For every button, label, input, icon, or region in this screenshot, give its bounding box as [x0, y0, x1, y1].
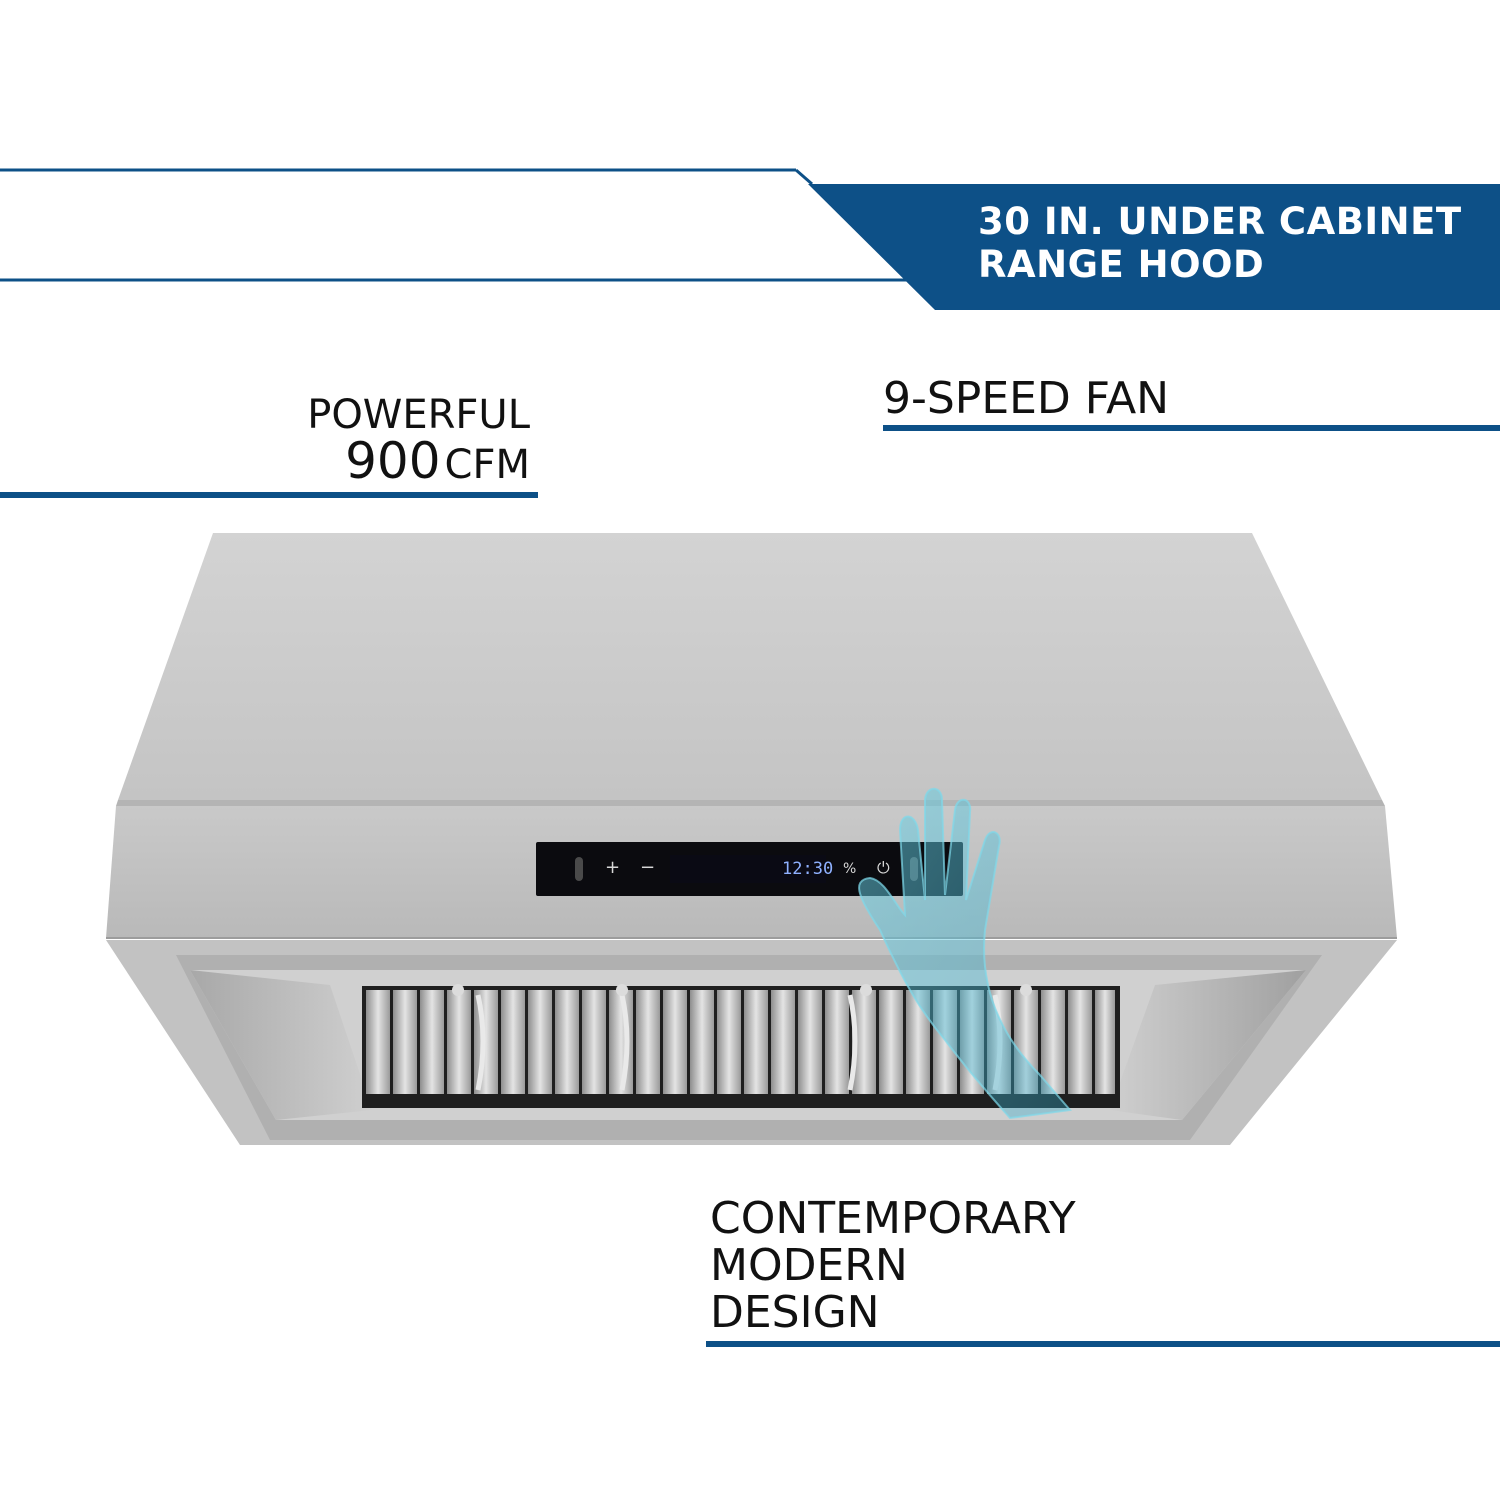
- power-icon[interactable]: ⏻: [877, 858, 890, 877]
- feature-cfm-underline: [0, 492, 538, 498]
- plus-button[interactable]: +: [605, 857, 621, 878]
- feature-design-line-3: DESIGN: [710, 1287, 880, 1338]
- lcd-time-readout: 12:30: [782, 859, 834, 879]
- feature-design-line-2: MODERN: [710, 1240, 908, 1291]
- feature-cfm-number: 900: [345, 432, 441, 490]
- hand-gesture-icon: [858, 787, 1072, 1120]
- banner-title-line-2: RANGE HOOD: [978, 243, 1265, 286]
- banner-shape: [808, 184, 1500, 310]
- banner-title-line-1: 30 IN. UNDER CABINET: [978, 200, 1462, 243]
- hood-front-edge: [116, 800, 1385, 806]
- feature-cfm-unit: CFM: [444, 442, 530, 488]
- feature-cfm-lead: POWERFUL: [307, 392, 530, 438]
- lcd-display: [670, 855, 826, 883]
- title-banner: [0, 168, 1500, 310]
- minus-button[interactable]: −: [640, 857, 656, 878]
- feature-fan-underline: [883, 425, 1500, 431]
- feature-fan-label: 9-SPEED FAN: [883, 373, 1170, 424]
- feature-design-underline: [706, 1341, 1500, 1347]
- feature-design-label: CONTEMPORARY MODERN DESIGN: [710, 1195, 1076, 1336]
- hood-top-surface: [118, 533, 1382, 800]
- timer-percent-button[interactable]: %: [843, 861, 857, 877]
- banner-title: 30 IN. UNDER CABINET RANGE HOOD: [978, 200, 1462, 286]
- feature-design-line-1: CONTEMPORARY: [710, 1193, 1076, 1244]
- range-hood-image: [106, 533, 1397, 1145]
